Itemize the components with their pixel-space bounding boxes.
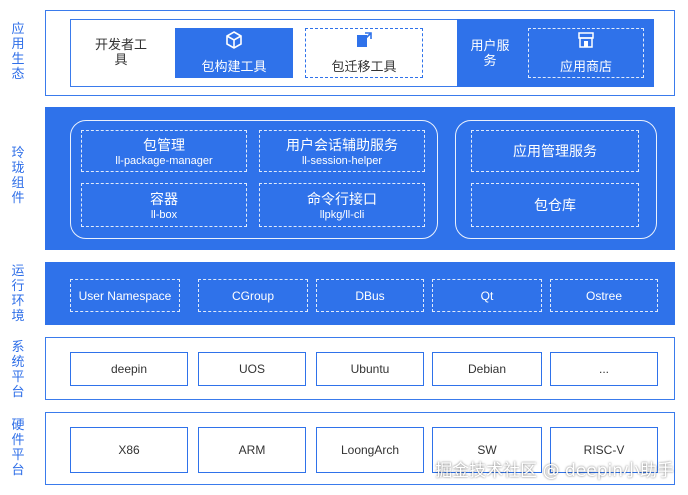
session-helper-title: 用户会话辅助服务 [286, 138, 398, 154]
layer-label-components: 玲珑组件 [11, 146, 25, 206]
migrate-icon [355, 31, 373, 53]
hardware-item[interactable]: SW [432, 427, 542, 473]
hardware-item[interactable]: RISC-V [550, 427, 658, 473]
layer-label-runtime: 运行环境 [11, 264, 25, 324]
hardware-item[interactable]: LoongArch [316, 427, 424, 473]
repository-label: 包仓库 [534, 198, 576, 214]
system-item[interactable]: Debian [432, 352, 542, 386]
service-components-group: 应用管理服务 包仓库 [455, 120, 657, 239]
cli-title: 命令行接口 [307, 192, 377, 208]
dev-tools-label: 开发者工具 [94, 38, 147, 68]
runtime-panel: User Namespace CGroup DBus Qt Ostree [45, 262, 675, 325]
dev-tools-group: 开发者工具 包构建工具 包迁移工具 [70, 19, 481, 87]
user-service-group: 用户服务 应用商店 [457, 19, 654, 87]
hardware-panel: X86 ARM LoongArch SW RISC-V [45, 412, 675, 485]
runtime-item[interactable]: DBus [316, 279, 424, 312]
system-item[interactable]: ... [550, 352, 658, 386]
system-item[interactable]: deepin [70, 352, 188, 386]
container-sub: ll-box [150, 209, 178, 221]
system-panel: deepin UOS Ubuntu Debian ... [45, 337, 675, 400]
components-panel: 包管理 ll-package-manager 用户会话辅助服务 ll-sessi… [45, 107, 675, 250]
session-helper-tile[interactable]: 用户会话辅助服务 ll-session-helper [259, 130, 425, 172]
package-manager-sub: ll-package-manager [115, 155, 213, 167]
user-service-label: 用户服务 [470, 39, 510, 69]
package-manager-title: 包管理 [143, 138, 185, 154]
layer-label-system: 系统平台 [11, 340, 25, 400]
session-helper-sub: ll-session-helper [301, 155, 383, 167]
store-icon [577, 31, 595, 53]
cli-sub: llpkg/ll-cli [319, 209, 365, 221]
runtime-item[interactable]: User Namespace [70, 279, 180, 312]
app-ecosystem-panel: 开发者工具 包构建工具 包迁移工具 用户服务 应用商店 [45, 10, 675, 96]
app-store-tile[interactable]: 应用商店 [528, 28, 644, 78]
core-components-group: 包管理 ll-package-manager 用户会话辅助服务 ll-sessi… [70, 120, 438, 239]
build-tool-label: 包构建工具 [201, 60, 267, 75]
container-title: 容器 [150, 192, 178, 208]
app-management-label: 应用管理服务 [513, 144, 597, 160]
migrate-tool-tile[interactable]: 包迁移工具 [305, 28, 423, 78]
system-item[interactable]: UOS [198, 352, 306, 386]
app-management-tile[interactable]: 应用管理服务 [471, 130, 639, 172]
layer-label-hardware: 硬件平台 [11, 418, 25, 478]
cli-tile[interactable]: 命令行接口 llpkg/ll-cli [259, 183, 425, 227]
build-tool-tile[interactable]: 包构建工具 [175, 28, 293, 78]
layer-label-app-ecosystem: 应用生态 [11, 22, 25, 82]
package-manager-tile[interactable]: 包管理 ll-package-manager [81, 130, 247, 172]
package-box-icon [225, 31, 243, 53]
runtime-item[interactable]: Ostree [550, 279, 658, 312]
runtime-item[interactable]: CGroup [198, 279, 308, 312]
migrate-tool-label: 包迁移工具 [331, 60, 397, 75]
watermark: 掘金技术社区 @ deepin小助手 [435, 461, 674, 481]
system-item[interactable]: Ubuntu [316, 352, 424, 386]
hardware-item[interactable]: X86 [70, 427, 188, 473]
container-tile[interactable]: 容器 ll-box [81, 183, 247, 227]
hardware-item[interactable]: ARM [198, 427, 306, 473]
repository-tile[interactable]: 包仓库 [471, 183, 639, 227]
runtime-item[interactable]: Qt [432, 279, 542, 312]
app-store-label: 应用商店 [559, 60, 612, 75]
